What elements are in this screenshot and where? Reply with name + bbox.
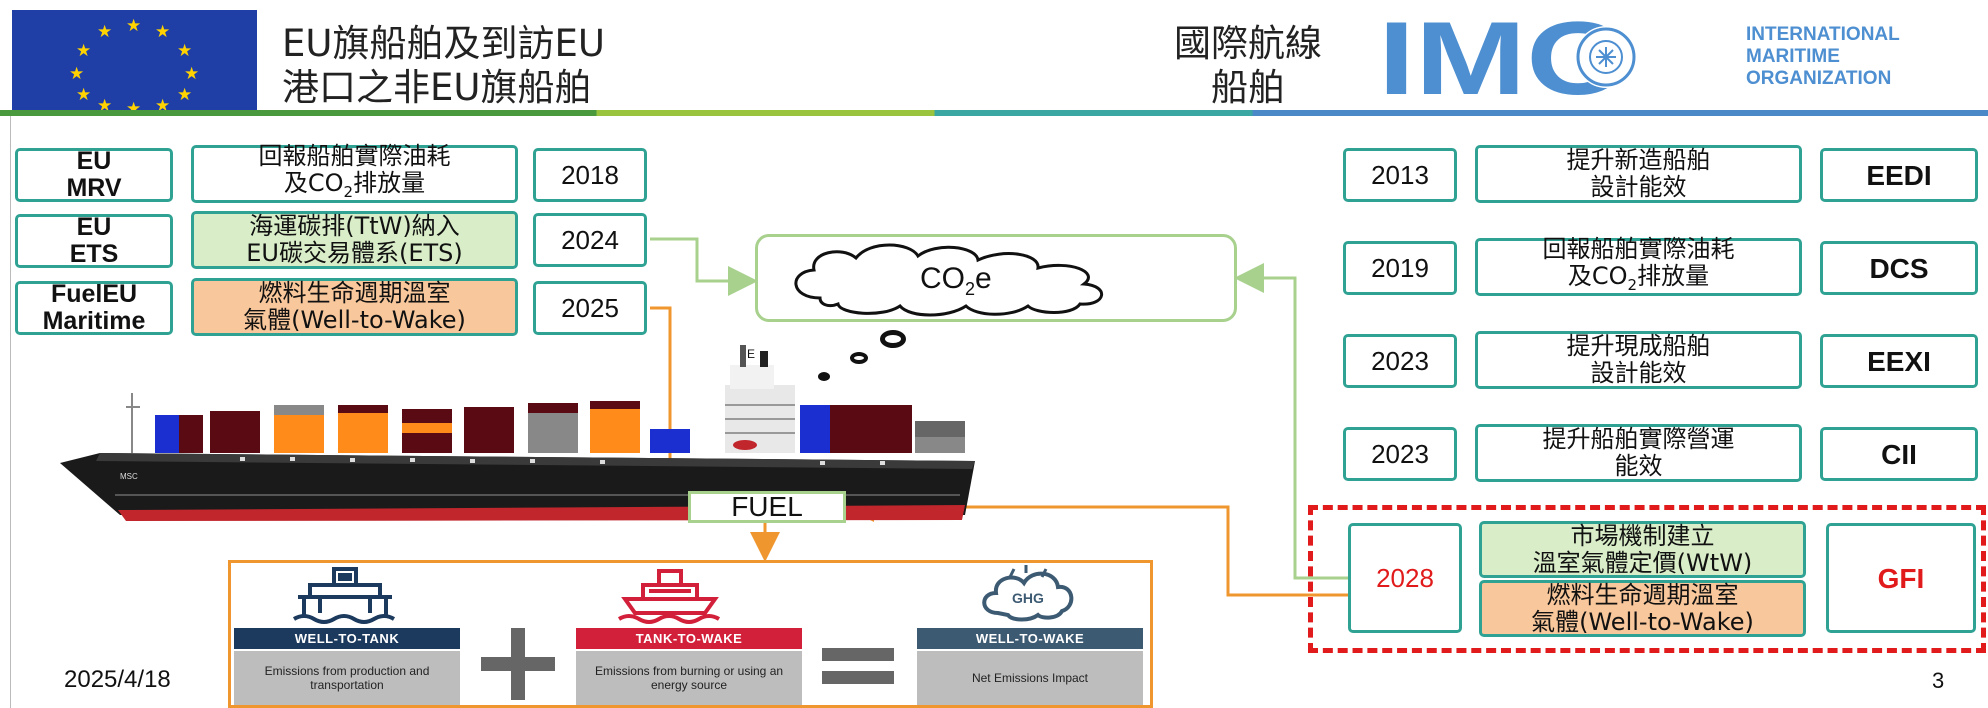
dcs-desc-line2: 及CO2排放量 bbox=[1567, 261, 1710, 294]
cii-desc: 提升船舶實際營運能效 bbox=[1475, 424, 1802, 482]
thought-bubble-large bbox=[880, 330, 906, 348]
header-divider bbox=[0, 110, 1988, 116]
fuel-box: FUEL bbox=[688, 491, 846, 523]
eedi-year: 2013 bbox=[1343, 148, 1457, 202]
eedi-desc: 提升新造船舶設計能效 bbox=[1475, 145, 1802, 203]
eexi-desc: 提升現成船舶設計能效 bbox=[1475, 331, 1802, 389]
dcs-year: 2019 bbox=[1343, 241, 1457, 295]
gfi-pricing-desc-line2: 溫室氣體定價(WtW) bbox=[1532, 548, 1753, 577]
ship-icon bbox=[617, 569, 721, 624]
thought-bubble-medium bbox=[850, 352, 868, 364]
gfi-pricing-desc: 市場機制建立溫室氣體定價(WtW) bbox=[1479, 521, 1806, 578]
eexi-acronym: EEXI bbox=[1820, 334, 1978, 388]
cii-desc-line2: 能效 bbox=[1614, 452, 1663, 480]
gfi-lifecycle-desc-line2: 氣體(Well-to-Wake) bbox=[1531, 607, 1754, 636]
eu-ets-year: 2024 bbox=[533, 213, 647, 267]
ship-flag-mark: E bbox=[747, 347, 756, 361]
fueleu-label-line1: FuelEU bbox=[50, 280, 138, 308]
wtw-description: Net Emissions Impact bbox=[917, 651, 1143, 705]
dcs-desc: 回報船舶實際油耗及CO2排放量 bbox=[1475, 234, 1802, 296]
equals-icon-lower bbox=[822, 671, 894, 684]
thought-bubble-small bbox=[818, 372, 830, 381]
fueleu-label-line2: Maritime bbox=[42, 307, 146, 335]
slide-page-number: 3 bbox=[1932, 668, 1945, 693]
eu-mrv-year: 2018 bbox=[533, 148, 647, 202]
plus-icon bbox=[511, 628, 525, 700]
gfi-year: 2028 bbox=[1348, 523, 1462, 633]
fueleu-desc-line1: 燃料生命週期溫室 bbox=[258, 279, 451, 307]
svg-text:MSC: MSC bbox=[120, 472, 138, 481]
imo-org-name: INTERNATIONAL MARITIME ORGANIZATION bbox=[1746, 24, 1900, 90]
ttw-label: TANK-TO-WAKE bbox=[576, 628, 802, 649]
eu-mrv-desc-line1: 回報船舶實際油耗 bbox=[258, 141, 451, 170]
gfi-lifecycle-desc-line1: 燃料生命週期溫室 bbox=[1546, 580, 1739, 609]
cloud-icon bbox=[794, 243, 1104, 317]
oil-rig-icon bbox=[292, 567, 396, 624]
eu-mrv-desc-line2: 及CO2排放量 bbox=[283, 168, 426, 201]
gfi-acronym: GFI bbox=[1826, 523, 1976, 633]
gfi-highlight-frame bbox=[1308, 505, 1986, 653]
eu-ets-desc-line1: 海運碳排(TtW)納入 bbox=[249, 212, 460, 240]
cii-year: 2023 bbox=[1343, 427, 1457, 481]
left-margin-line bbox=[10, 116, 11, 708]
co2e-label: CO2e bbox=[920, 262, 992, 299]
ghg-icon-text: GHG bbox=[1012, 590, 1044, 606]
eedi-desc-line1: 提升新造船舶 bbox=[1566, 146, 1711, 174]
ghg-cloud-icon: GHG bbox=[982, 565, 1074, 622]
wtt-label: WELL-TO-TANK bbox=[234, 628, 460, 649]
ttw-description: Emissions from burning or using an energ… bbox=[576, 651, 802, 705]
fueleu-desc-line2: 氣體(Well-to-Wake) bbox=[243, 306, 466, 334]
gfi-pricing-desc-line1: 市場機制建立 bbox=[1570, 521, 1715, 550]
imo-org-name-line1: INTERNATIONAL bbox=[1746, 24, 1900, 45]
intl-scope-title: 國際航線 船舶 bbox=[1148, 22, 1348, 110]
eu-ets-desc-line2: EU碳交易體系(ETS) bbox=[246, 239, 463, 267]
eu-scope-title: EU旗船舶及到訪EU 港口之非EU旗船舶 bbox=[282, 22, 605, 110]
cii-desc-line1: 提升船舶實際營運 bbox=[1542, 425, 1735, 453]
fueleu-desc: 燃料生命週期溫室氣體(Well-to-Wake) bbox=[191, 278, 518, 336]
equals-icon bbox=[822, 648, 894, 661]
eedi-acronym: EEDI bbox=[1820, 148, 1978, 202]
eexi-year: 2023 bbox=[1343, 334, 1457, 388]
eu-mrv-desc: 回報船舶實際油耗及CO2排放量 bbox=[191, 141, 518, 203]
eexi-desc-line1: 提升現成船舶 bbox=[1566, 332, 1711, 360]
eu-ets-label-line1: EU bbox=[76, 213, 112, 241]
dcs-acronym: DCS bbox=[1820, 241, 1978, 295]
eu-mrv-label-line2: MRV bbox=[66, 174, 122, 202]
imo-org-name-line2: MARITIME bbox=[1746, 46, 1840, 67]
imo-org-name-line3: ORGANIZATION bbox=[1746, 68, 1892, 89]
eu-scope-title-line1: EU旗船舶及到訪EU bbox=[282, 22, 605, 65]
wtt-description: Emissions from production and transporta… bbox=[234, 651, 460, 705]
wtw-label: WELL-TO-WAKE bbox=[917, 628, 1143, 649]
eu-scope-title-line2: 港口之非EU旗船舶 bbox=[282, 66, 592, 109]
gfi-lifecycle-desc: 燃料生命週期溫室氣體(Well-to-Wake) bbox=[1479, 580, 1806, 637]
dcs-desc-line1: 回報船舶實際油耗 bbox=[1542, 234, 1735, 263]
eexi-desc-line2: 設計能效 bbox=[1590, 359, 1687, 387]
cii-acronym: CII bbox=[1820, 427, 1978, 481]
intl-scope-title-line2: 船舶 bbox=[1211, 66, 1285, 109]
eu-mrv-label-line1: EU bbox=[76, 147, 112, 175]
slide-date: 2025/4/18 bbox=[64, 666, 171, 693]
fueleu-year: 2025 bbox=[533, 281, 647, 335]
intl-scope-title-line1: 國際航線 bbox=[1174, 22, 1322, 65]
eedi-desc-line2: 設計能效 bbox=[1590, 173, 1687, 201]
eu-ets-label-line2: ETS bbox=[69, 240, 119, 268]
